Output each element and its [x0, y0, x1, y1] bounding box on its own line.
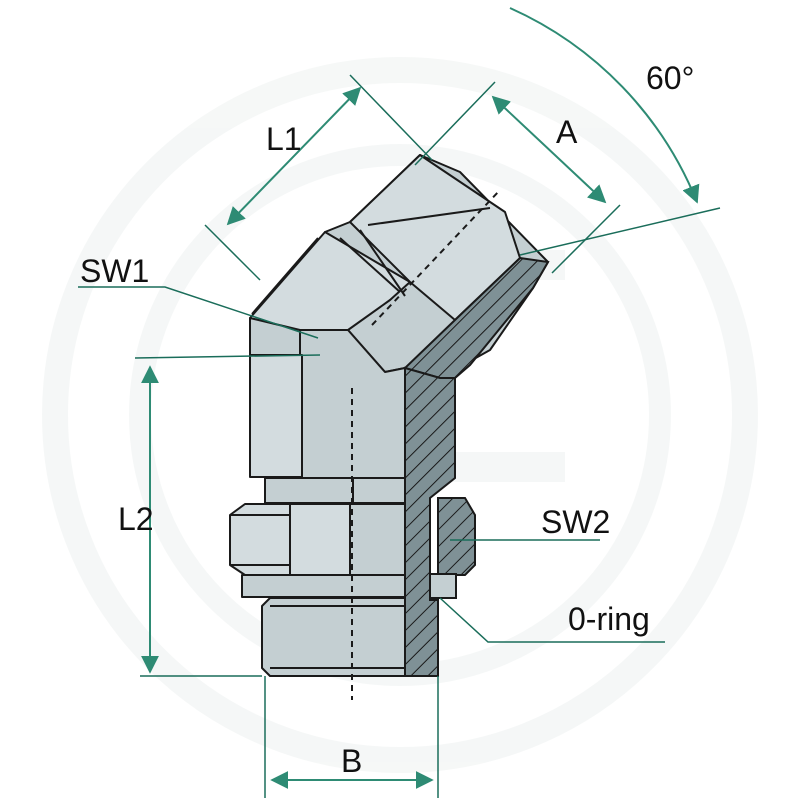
- vertical-section-hatch: [404, 366, 456, 677]
- oring-leader: [439, 597, 665, 643]
- label-angle: 60°: [646, 60, 694, 96]
- neck-right: [352, 477, 406, 504]
- label-a: A: [556, 114, 578, 150]
- sw1-leader: [78, 286, 319, 339]
- labels: L1 A 60° SW1 L2 SW2 0-ring B: [80, 60, 694, 779]
- label-oring: 0-ring: [568, 601, 650, 637]
- label-l1: L1: [266, 121, 302, 157]
- fitting-body: [229, 154, 550, 700]
- threaded-stud: [261, 597, 406, 677]
- angled-centerline: [371, 189, 501, 326]
- vertical-shank: [249, 354, 303, 478]
- washer: [241, 574, 406, 598]
- label-sw1: SW1: [80, 253, 149, 289]
- dimension-lines: [78, 7, 721, 798]
- sw2-section-hatch: [437, 497, 476, 576]
- locknut-right: [349, 503, 406, 576]
- label-sw2: SW2: [541, 504, 610, 540]
- label-l2: L2: [118, 501, 154, 537]
- neck: [264, 477, 354, 504]
- a-dimension-line: [491, 95, 607, 204]
- angle-arc: [509, 7, 700, 204]
- label-b: B: [341, 743, 362, 779]
- l1-dimension-line: [226, 86, 362, 226]
- o-ring: [429, 573, 457, 599]
